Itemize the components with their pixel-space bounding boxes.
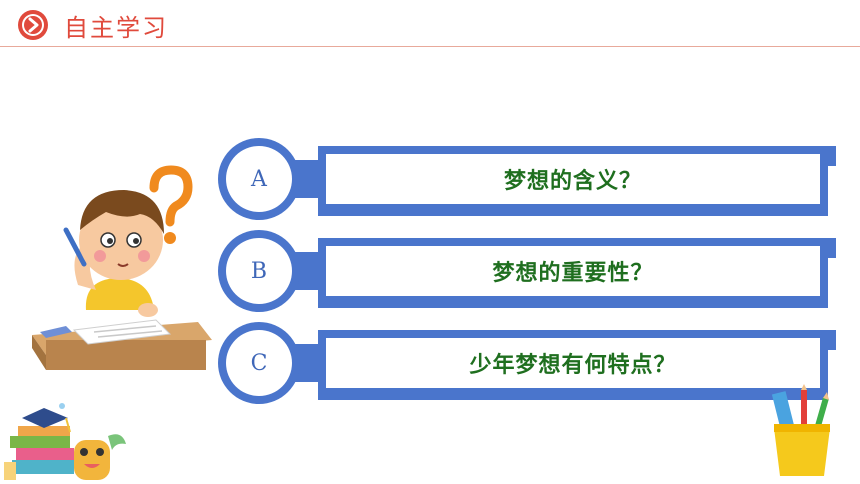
thinking-boy-illustration <box>32 165 212 370</box>
slide-header: 自主学习 <box>0 0 860 50</box>
chevron-right-icon <box>18 10 48 40</box>
option-text: 少年梦想有何特点？ <box>469 353 677 378</box>
option-b[interactable]: B 梦想的重要性？ <box>218 230 836 312</box>
books-backpack-illustration <box>4 403 126 480</box>
option-letter: A <box>251 166 267 192</box>
option-a-badge: A <box>218 138 300 220</box>
page-title: 自主学习 <box>64 14 168 42</box>
option-a-card: 梦想的含义？ <box>326 154 820 204</box>
option-a[interactable]: A 梦想的含义？ <box>218 138 836 220</box>
option-b-card: 梦想的重要性？ <box>326 246 820 296</box>
option-c-badge: C <box>218 322 300 404</box>
option-text: 梦想的重要性？ <box>492 261 654 286</box>
option-c[interactable]: C 少年梦想有何特点？ <box>218 322 836 404</box>
pencil-cup-illustration <box>771 384 830 476</box>
option-letter: C <box>250 350 268 376</box>
option-text: 梦想的含义？ <box>503 169 642 194</box>
option-letter: B <box>250 258 268 284</box>
option-c-card: 少年梦想有何特点？ <box>326 338 820 388</box>
option-b-badge: B <box>218 230 300 312</box>
header-divider <box>0 46 860 47</box>
